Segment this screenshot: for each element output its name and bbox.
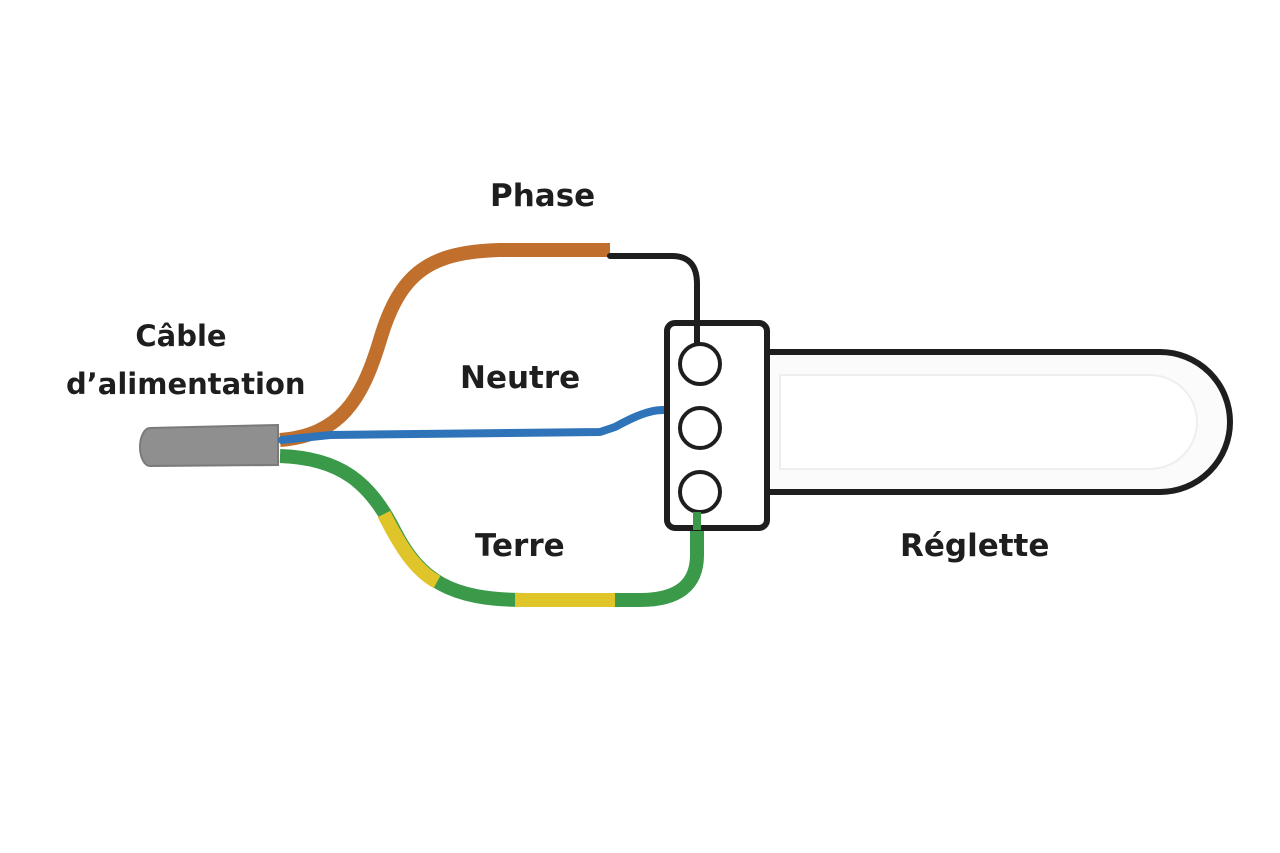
cable-label-line1: Câble xyxy=(135,319,227,353)
cable-sheath xyxy=(139,423,279,468)
terminal-neutre xyxy=(678,406,722,450)
terminal-terre xyxy=(678,470,722,514)
cable-label-line2: d’alimentation xyxy=(66,367,306,401)
neutre-label: Neutre xyxy=(460,360,581,396)
earth-wire-stripe xyxy=(377,510,441,589)
phase-wire-core xyxy=(607,253,700,351)
reglette-label: Réglette xyxy=(900,528,1050,564)
cable-label: Câble d’alimentation xyxy=(66,312,306,408)
terre-label: Terre xyxy=(475,528,565,564)
phase-wire xyxy=(279,243,610,447)
phase-label: Phase xyxy=(490,178,596,214)
lamp-tube-highlight xyxy=(779,374,1198,470)
terminal-phase xyxy=(678,342,722,386)
